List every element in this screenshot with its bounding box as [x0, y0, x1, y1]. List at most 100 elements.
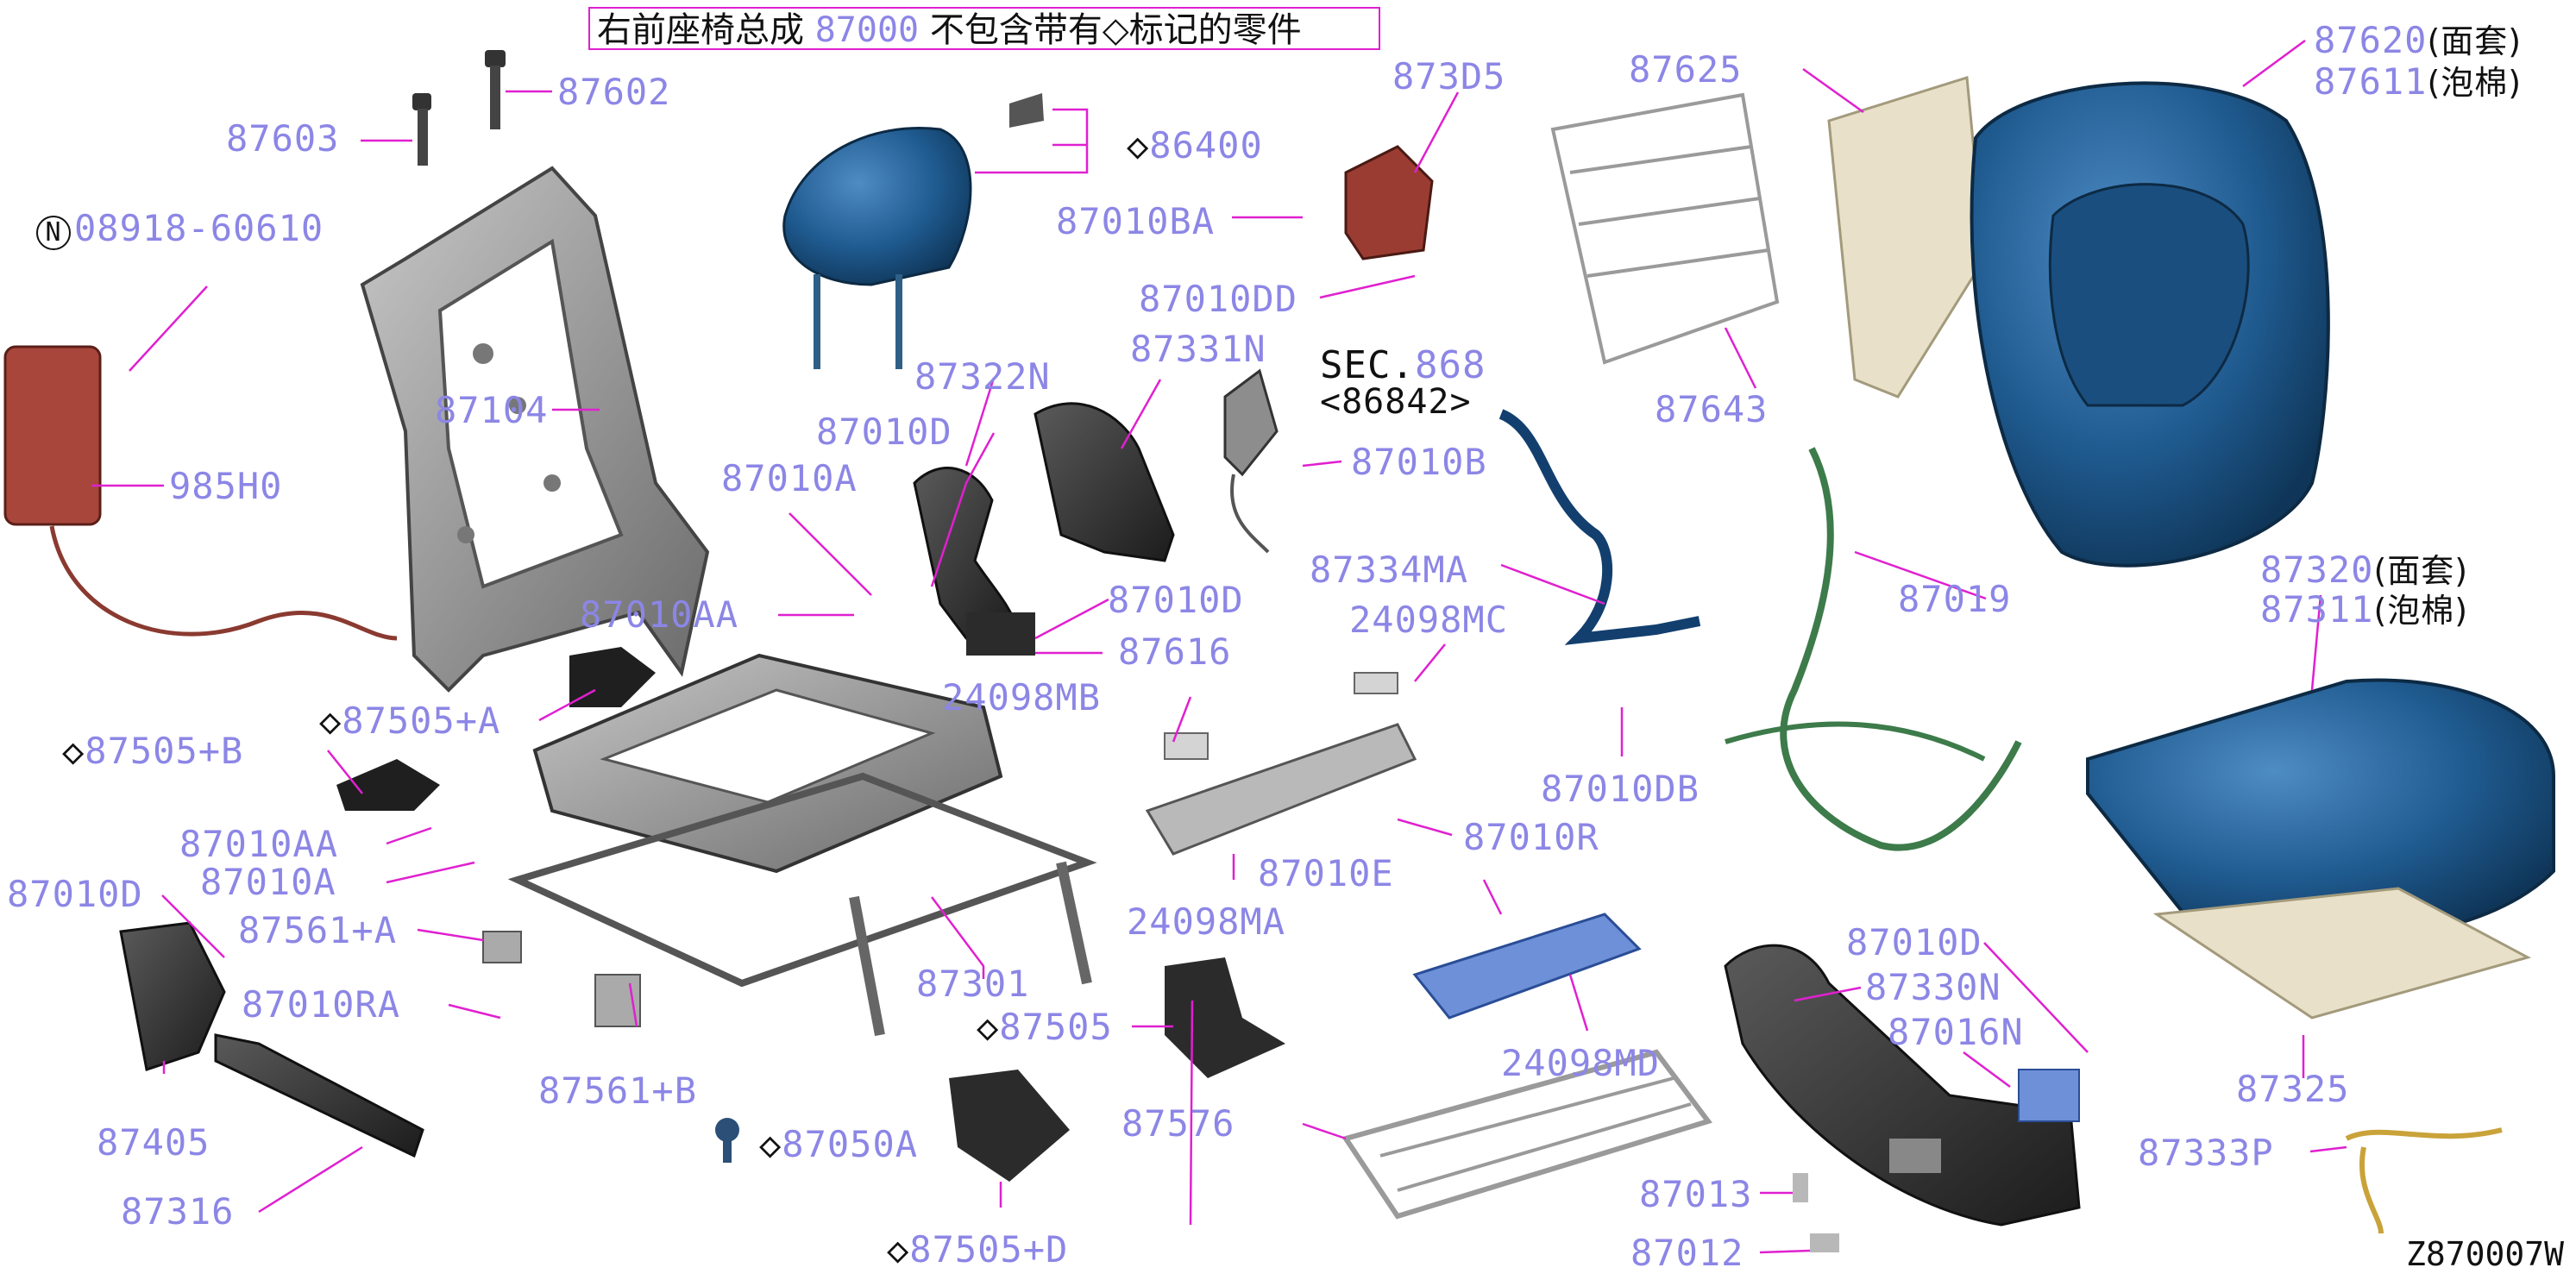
- part-label-873D5[interactable]: 873D5: [1392, 55, 1506, 97]
- diamond-marker: ◇: [319, 700, 342, 742]
- bracket-87561A: [482, 931, 522, 963]
- part-label-24098MD[interactable]: 24098MD: [1501, 1042, 1661, 1084]
- part-label-87010DD[interactable]: 87010DD: [1139, 278, 1298, 320]
- harness-87334MA: [1498, 409, 1701, 645]
- part-label-87010A[interactable]: 87010A: [721, 457, 858, 499]
- foam-note: (泡棉): [2427, 64, 2523, 102]
- cover-87505D: [949, 1070, 1070, 1182]
- headrest: [782, 127, 972, 369]
- part-label-87010D[interactable]: 87010D: [816, 411, 952, 453]
- diamond-marker: ◇: [759, 1123, 782, 1165]
- part-label-87611[interactable]: 87611(泡棉): [2314, 64, 2522, 100]
- part-label-87561B[interactable]: 87561+B: [538, 1070, 698, 1112]
- part-label-87320[interactable]: 87320(面套): [2260, 552, 2468, 588]
- part-label-87505D[interactable]: ◇87505+D: [887, 1232, 1068, 1268]
- part-label-87104[interactable]: 87104: [435, 389, 549, 431]
- cover-87505: [1165, 957, 1285, 1078]
- section-ref[interactable]: SEC.868: [1320, 347, 1486, 385]
- part-number-87505B: 87505+B: [85, 730, 244, 772]
- part-number-87505D: 87505+D: [909, 1228, 1069, 1271]
- part-label-87616[interactable]: 87616: [1118, 631, 1232, 673]
- part-number-87320: 87320: [2260, 549, 2374, 591]
- bracket-87616: [966, 612, 1035, 656]
- switch-87016N: [2018, 1069, 2080, 1122]
- part-label-87311[interactable]: 87311(泡棉): [2260, 592, 2468, 628]
- part-label-87620[interactable]: 87620(面套): [2314, 22, 2522, 59]
- part-label-87316[interactable]: 87316: [121, 1190, 235, 1233]
- knob-87013: [1793, 1173, 1808, 1202]
- leader-lines: [91, 39, 2347, 1254]
- part-label-87010E[interactable]: 87010E: [1258, 852, 1394, 894]
- part-label-87602[interactable]: 87602: [557, 71, 671, 113]
- foam-note: (泡棉): [2373, 592, 2469, 630]
- part-label-87301[interactable]: 87301: [916, 963, 1030, 1005]
- part-label-87333P[interactable]: 87333P: [2138, 1132, 2274, 1174]
- part-label-24098MC[interactable]: 24098MC: [1349, 599, 1509, 641]
- part-label-87643[interactable]: 87643: [1655, 388, 1769, 430]
- part-label-87012[interactable]: 87012: [1630, 1232, 1744, 1274]
- part-label-87576[interactable]: 87576: [1122, 1102, 1235, 1145]
- part-label-87505[interactable]: ◇87505: [977, 1009, 1113, 1045]
- part-label-985H0[interactable]: 985H0: [169, 465, 283, 507]
- diamond-marker: ◇: [1127, 124, 1150, 166]
- part-number-86400: 86400: [1149, 124, 1263, 166]
- part-label-87013[interactable]: 87013: [1639, 1173, 1753, 1215]
- diamond-marker: ◇: [62, 730, 85, 772]
- part-label-87016N[interactable]: 87016N: [1888, 1011, 2024, 1053]
- part-label-87331N[interactable]: 87331N: [1130, 328, 1266, 370]
- part-label-87505B[interactable]: ◇87505+B: [62, 733, 243, 769]
- bolt-87603: [412, 93, 431, 166]
- section-subref[interactable]: <86842>: [1320, 382, 1472, 422]
- diamond-marker: ◇: [887, 1228, 910, 1271]
- part-label-87050A[interactable]: ◇87050A: [759, 1126, 918, 1163]
- part-number-87505: 87505: [999, 1006, 1113, 1048]
- part-label-87505A[interactable]: ◇87505+A: [319, 703, 500, 739]
- part-label-87325[interactable]: 87325: [2236, 1068, 2350, 1110]
- bolt-87050A: [715, 1118, 739, 1163]
- part-label-87561A[interactable]: 87561+A: [238, 909, 398, 951]
- switch-873D5: [1344, 145, 1434, 260]
- side-airbag-985H0: [3, 345, 398, 641]
- part-label-87010D-c[interactable]: 87010D: [7, 873, 143, 915]
- spring-87576: [1341, 1049, 1712, 1220]
- part-label-87405[interactable]: 87405: [97, 1121, 210, 1164]
- part-label-87330N[interactable]: 87330N: [1865, 966, 2001, 1008]
- n-circle-marker: N: [36, 216, 71, 250]
- part-label-87010R[interactable]: 87010R: [1463, 816, 1599, 858]
- part-label-87010D-b[interactable]: 87010D: [1108, 579, 1244, 621]
- side-panel-87330N: [1724, 944, 2081, 1227]
- knob-87012: [1810, 1233, 1839, 1252]
- part-label-87010B[interactable]: 87010B: [1351, 441, 1487, 483]
- part-label-87010BA[interactable]: 87010BA: [1056, 200, 1216, 242]
- part-label-87010A-b[interactable]: 87010A: [200, 861, 336, 903]
- part-label-87010AA-b[interactable]: 87010AA: [179, 823, 339, 865]
- part-number-08918-60610: 08918-60610: [74, 207, 324, 249]
- part-number-87505A: 87505+A: [342, 700, 501, 742]
- part-label-87010AA[interactable]: 87010AA: [580, 593, 739, 636]
- cover-87331N: [1034, 402, 1175, 562]
- part-label-87010DB[interactable]: 87010DB: [1541, 768, 1700, 810]
- part-label-24098MA[interactable]: 24098MA: [1127, 900, 1286, 943]
- part-label-87010D-d[interactable]: 87010D: [1846, 921, 1982, 963]
- diagram-title: 右前座椅总成 87000 不包含带有◇标记的零件: [588, 7, 1380, 50]
- part-label-87322N[interactable]: 87322N: [914, 355, 1051, 398]
- pad-24098MD: [1412, 913, 1642, 1020]
- diamond-marker: ◇: [977, 1006, 1000, 1048]
- pad-87325: [2152, 887, 2532, 1020]
- part-label-24098MB[interactable]: 24098MB: [942, 676, 1102, 718]
- part-label-87334MA[interactable]: 87334MA: [1310, 549, 1469, 591]
- cover-note: (面套): [2427, 22, 2523, 60]
- part-label-87625[interactable]: 87625: [1629, 48, 1743, 91]
- seat-frame-87301: [507, 653, 1097, 1037]
- part-label-86400[interactable]: ◇86400: [1127, 128, 1263, 164]
- cover-87505A: [569, 647, 656, 707]
- part-label-87019[interactable]: 87019: [1898, 578, 2012, 620]
- seatbelt-buckle: [1223, 368, 1279, 554]
- seatback-frame-87104: [360, 166, 710, 693]
- part-label-87603[interactable]: 87603: [226, 117, 340, 160]
- part-label-87010RA[interactable]: 87010RA: [242, 983, 401, 1026]
- headrest-guide-86400: [1009, 93, 1044, 128]
- title-suffix: 不包含带有◇标记的零件: [919, 10, 1302, 50]
- plate-24098MA: [1145, 723, 1417, 856]
